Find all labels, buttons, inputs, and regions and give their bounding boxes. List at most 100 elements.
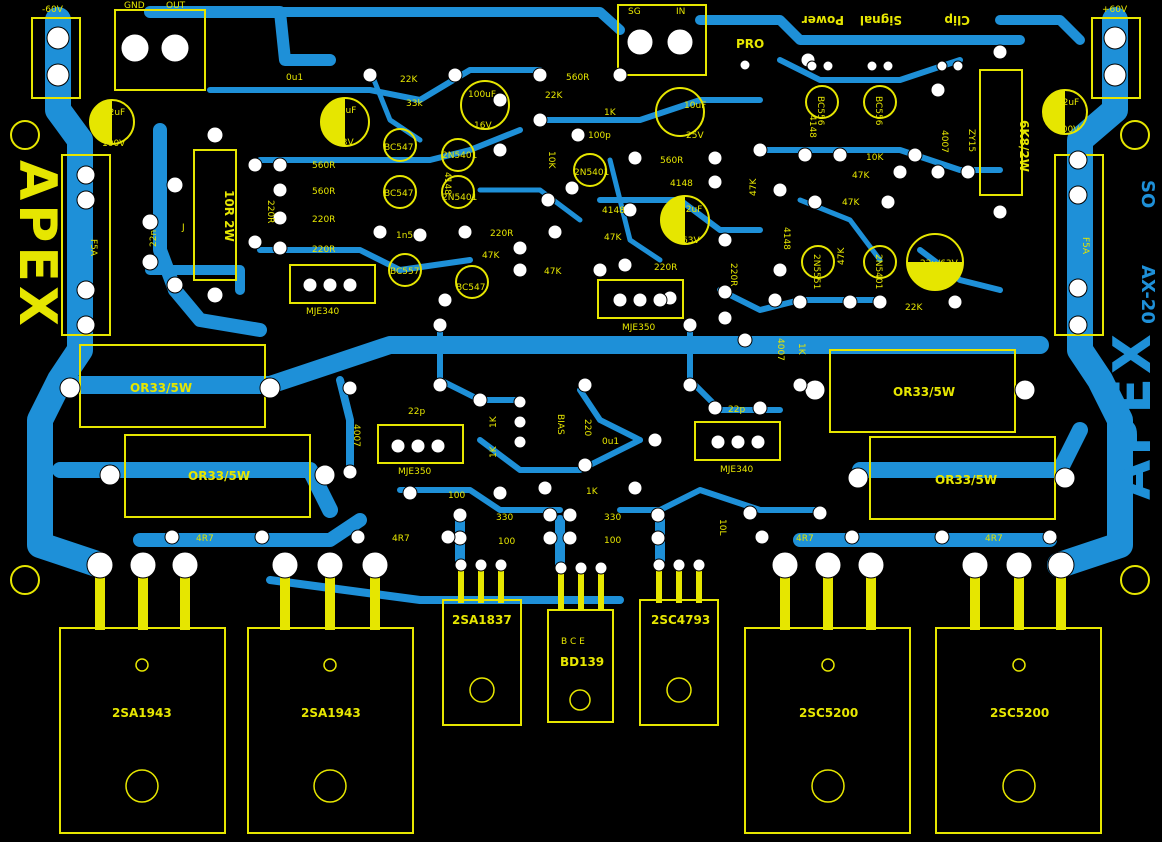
pad (362, 67, 378, 83)
pad (647, 432, 663, 448)
transistor-label: 2N5401 (442, 151, 477, 161)
transistor-label: 2SC4793 (651, 613, 710, 627)
res-label: 47K (852, 171, 870, 181)
pad (166, 176, 184, 194)
pad (750, 434, 766, 450)
2n5401-a-outline (441, 138, 475, 172)
cap-label: 0u1 (602, 437, 619, 447)
pad (842, 294, 858, 310)
lead (1014, 575, 1024, 630)
pad (577, 377, 593, 393)
pad (577, 457, 593, 473)
pad (171, 551, 199, 579)
res-label: 33k (406, 99, 423, 109)
cap-label: 22uF (680, 205, 702, 215)
transistor-label: BC547 (384, 189, 413, 199)
pad (812, 505, 828, 521)
pad (807, 194, 823, 210)
cap-100u-outline (460, 80, 510, 130)
cap-label: 0u1 (286, 73, 303, 83)
pad (739, 59, 751, 71)
led-signal-label: Signal (860, 13, 902, 27)
pad (410, 438, 426, 454)
r10r-outline (193, 149, 237, 281)
pad (1068, 185, 1088, 205)
pad (772, 262, 788, 278)
lead (780, 575, 790, 630)
transistor-label: BD139 (560, 655, 604, 669)
res-label: OR33/5W (935, 473, 997, 487)
model-suffix: SO (1137, 180, 1158, 208)
lead (676, 565, 682, 603)
hole (666, 677, 692, 703)
res-label: 10R 2W (222, 190, 236, 242)
pad (1068, 150, 1088, 170)
pad (452, 507, 468, 523)
pad (492, 92, 508, 108)
trimmer-label: BIAS (555, 414, 565, 435)
or33-b-outline (124, 434, 311, 518)
output-terminal-outline (114, 9, 206, 91)
cap-label: 2.2uF (1054, 98, 1079, 108)
pad (844, 529, 860, 545)
res-label: 47K (842, 198, 860, 208)
transistor-label: 2N5551 (811, 254, 821, 289)
lead (970, 575, 980, 630)
pad (952, 60, 964, 72)
res-label: 10K (866, 153, 884, 163)
pad (930, 164, 946, 180)
jumper-label: J (181, 223, 185, 233)
cap-label: 22uF (334, 106, 356, 116)
pad (857, 551, 885, 579)
mounting-holes (10, 120, 1150, 595)
res-label: 4R7 (196, 534, 214, 544)
res-label: 22K (905, 303, 923, 313)
pad (797, 147, 813, 163)
pad (120, 33, 150, 63)
cap-label: 22p (728, 405, 745, 415)
mje340-b-outline (694, 421, 781, 461)
fuse-label: F5A (1080, 237, 1090, 255)
cap-label: 100V (1056, 125, 1080, 135)
pad (880, 194, 896, 210)
res-label: 1K (604, 108, 617, 118)
pad (457, 224, 473, 240)
res-label: 220 (582, 419, 592, 436)
transistor-label: 2SA1943 (301, 706, 361, 720)
pad (992, 44, 1008, 60)
pad (454, 558, 468, 572)
pad (592, 262, 608, 278)
pad (1047, 551, 1075, 579)
pad (907, 147, 923, 163)
bc547-b-outline (383, 175, 417, 209)
pad (254, 529, 270, 545)
r6k8-outline (979, 69, 1023, 196)
lead (823, 575, 833, 630)
led-clip-label: Clip (944, 13, 970, 27)
res-label: 1K (586, 487, 599, 497)
2n5401-c-outline (573, 153, 607, 187)
pad (361, 551, 389, 579)
input-in-label: IN (676, 7, 685, 17)
pad (547, 224, 563, 240)
pad (562, 507, 578, 523)
lead (325, 575, 335, 630)
transistor-label: MJE340 (306, 307, 340, 317)
pad (1103, 26, 1127, 50)
bc557-outline (388, 253, 422, 287)
pad (804, 379, 826, 401)
pad (537, 480, 553, 496)
pad (652, 558, 666, 572)
lead (1056, 575, 1066, 630)
res-label: 47K (749, 178, 759, 196)
pad (141, 213, 159, 231)
transistor-leads (95, 565, 1066, 630)
hole (313, 769, 347, 803)
pad (342, 380, 358, 396)
mje350-a-outline (597, 279, 684, 319)
hole (811, 769, 845, 803)
pad (650, 507, 666, 523)
supply-neg-outline (31, 17, 81, 99)
lead (478, 565, 484, 603)
pad (166, 276, 184, 294)
